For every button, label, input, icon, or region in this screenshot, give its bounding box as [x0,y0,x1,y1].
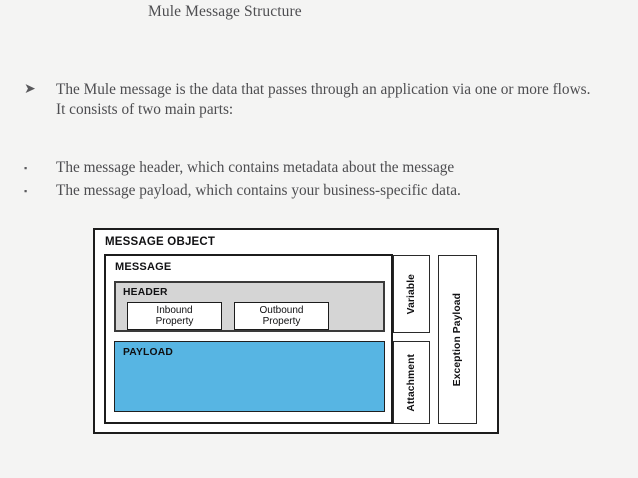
payload-box: PAYLOAD [114,341,385,412]
message-label: MESSAGE [115,261,172,273]
bullet-text: The message payload, which contains your… [56,182,461,199]
square-bullet-icon: ▪ [24,186,28,196]
variable-label: Variable [406,273,417,315]
outbound-property-line1: Outbound [259,304,304,316]
bullet-list-secondary: ▪ The message header, which contains met… [22,158,602,201]
message-box: MESSAGE HEADER Inbound Property Outbound… [104,254,393,424]
attachment-label: Attachment [406,353,417,412]
square-bullet-icon: ▪ [24,163,28,173]
message-object-diagram: MESSAGE OBJECT MESSAGE HEADER Inbound Pr… [93,228,499,434]
header-label: HEADER [123,287,168,298]
list-item: ▪ The message payload, which contains yo… [22,181,602,201]
attachment-box: Attachment [393,341,430,424]
list-item: ➤ The Mule message is the data that pass… [22,80,602,119]
variable-box: Variable [393,255,430,333]
bullet-text: The message header, which contains metad… [56,159,455,176]
page-title: Mule Message Structure [148,3,302,20]
message-object-label: MESSAGE OBJECT [105,236,216,248]
header-box: HEADER Inbound Property Outbound Propert… [114,281,385,332]
list-item: ▪ The message header, which contains met… [22,158,602,178]
outbound-property-line2: Property [262,316,301,327]
bullet-text: The Mule message is the data that passes… [56,81,591,118]
inbound-property-box: Inbound Property [127,302,222,330]
inbound-property-line2: Property [155,316,194,327]
exception-payload-box: Exception Payload [438,255,477,424]
outbound-property-box: Outbound Property [234,302,329,330]
payload-label: PAYLOAD [123,347,174,358]
arrow-bullet-icon: ➤ [24,82,36,97]
inbound-property-line1: Inbound [156,304,193,316]
exception-payload-label: Exception Payload [452,292,463,387]
bullet-list-primary: ➤ The Mule message is the data that pass… [22,80,602,119]
